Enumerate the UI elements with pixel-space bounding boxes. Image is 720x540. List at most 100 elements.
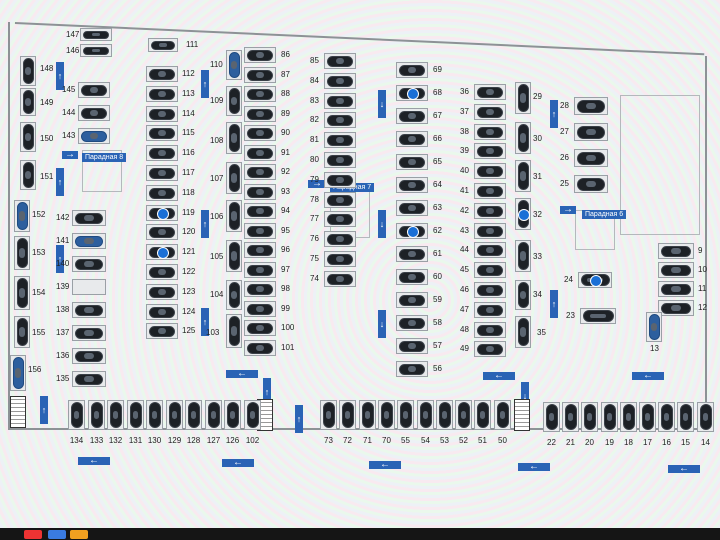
- parking-slot-91[interactable]: [244, 145, 276, 161]
- parking-slot-130[interactable]: [146, 400, 163, 430]
- parking-slot-67[interactable]: [396, 108, 428, 124]
- parking-slot-106[interactable]: [226, 200, 242, 232]
- parking-slot-80[interactable]: [324, 152, 356, 168]
- parking-slot-139[interactable]: [72, 279, 106, 295]
- parking-slot-45[interactable]: [474, 262, 506, 278]
- parking-slot-110[interactable]: [226, 50, 242, 80]
- parking-slot-112[interactable]: [146, 66, 178, 82]
- parking-slot-149[interactable]: [20, 88, 36, 116]
- parking-slot-93[interactable]: [244, 184, 276, 200]
- parking-slot-134[interactable]: [68, 400, 85, 430]
- parking-slot-79[interactable]: [324, 172, 356, 188]
- parking-slot-153[interactable]: [14, 236, 30, 270]
- parking-slot-42[interactable]: [474, 203, 506, 219]
- parking-slot-147[interactable]: [80, 28, 112, 41]
- parking-slot-138[interactable]: [72, 302, 106, 318]
- parking-slot-60[interactable]: [396, 269, 428, 285]
- parking-slot-117[interactable]: [146, 165, 178, 181]
- parking-slot-12[interactable]: [658, 300, 694, 316]
- parking-slot-33[interactable]: [515, 240, 531, 272]
- parking-slot-109[interactable]: [226, 86, 242, 116]
- parking-slot-13[interactable]: [646, 312, 662, 342]
- parking-slot-76[interactable]: [324, 231, 356, 247]
- parking-slot-29[interactable]: [515, 82, 531, 114]
- parking-slot-103[interactable]: [226, 314, 242, 348]
- parking-slot-123[interactable]: [146, 284, 178, 300]
- parking-slot-28[interactable]: [574, 97, 608, 115]
- parking-slot-128[interactable]: [185, 400, 202, 430]
- parking-slot-90[interactable]: [244, 125, 276, 141]
- parking-slot-86[interactable]: [244, 47, 276, 63]
- parking-slot-129[interactable]: [166, 400, 183, 430]
- parking-slot-16[interactable]: [658, 402, 675, 432]
- parking-slot-32[interactable]: [515, 198, 531, 230]
- parking-slot-51[interactable]: [474, 400, 491, 430]
- parking-slot-66[interactable]: [396, 131, 428, 147]
- parking-slot-143[interactable]: [78, 128, 110, 144]
- parking-slot-38[interactable]: [474, 124, 506, 140]
- parking-slot-9[interactable]: [658, 243, 694, 259]
- parking-slot-23[interactable]: [580, 308, 616, 324]
- parking-slot-59[interactable]: [396, 292, 428, 308]
- parking-slot-78[interactable]: [324, 192, 356, 208]
- parking-slot-108[interactable]: [226, 122, 242, 154]
- parking-slot-107[interactable]: [226, 162, 242, 194]
- parking-slot-65[interactable]: [396, 154, 428, 170]
- parking-slot-104[interactable]: [226, 280, 242, 310]
- parking-slot-116[interactable]: [146, 145, 178, 161]
- app-icon[interactable]: [24, 530, 42, 539]
- parking-slot-97[interactable]: [244, 262, 276, 278]
- parking-slot-132[interactable]: [107, 400, 124, 430]
- parking-slot-142[interactable]: [72, 210, 106, 226]
- parking-slot-24[interactable]: [578, 272, 612, 288]
- parking-slot-102[interactable]: [244, 400, 261, 430]
- parking-slot-84[interactable]: [324, 73, 356, 89]
- parking-slot-62[interactable]: [396, 223, 428, 239]
- parking-slot-10[interactable]: [658, 262, 694, 278]
- parking-slot-68[interactable]: [396, 85, 428, 101]
- parking-slot-26[interactable]: [574, 149, 608, 167]
- parking-slot-21[interactable]: [562, 402, 579, 432]
- parking-slot-52[interactable]: [455, 400, 472, 430]
- parking-slot-55[interactable]: [397, 400, 414, 430]
- parking-slot-156[interactable]: [10, 355, 26, 391]
- parking-slot-41[interactable]: [474, 183, 506, 199]
- parking-slot-77[interactable]: [324, 211, 356, 227]
- parking-slot-135[interactable]: [72, 371, 106, 387]
- parking-slot-15[interactable]: [677, 402, 694, 432]
- parking-slot-48[interactable]: [474, 322, 506, 338]
- parking-slot-92[interactable]: [244, 164, 276, 180]
- parking-slot-30[interactable]: [515, 122, 531, 154]
- parking-slot-63[interactable]: [396, 200, 428, 216]
- parking-slot-94[interactable]: [244, 203, 276, 219]
- parking-slot-43[interactable]: [474, 223, 506, 239]
- parking-slot-152[interactable]: [14, 200, 30, 232]
- parking-slot-25[interactable]: [574, 175, 608, 193]
- parking-slot-96[interactable]: [244, 242, 276, 258]
- parking-slot-71[interactable]: [359, 400, 376, 430]
- parking-slot-69[interactable]: [396, 62, 428, 78]
- parking-slot-144[interactable]: [78, 105, 110, 121]
- parking-slot-121[interactable]: [146, 244, 178, 260]
- parking-slot-114[interactable]: [146, 106, 178, 122]
- parking-slot-95[interactable]: [244, 223, 276, 239]
- parking-slot-150[interactable]: [20, 122, 36, 152]
- parking-slot-40[interactable]: [474, 163, 506, 179]
- parking-slot-18[interactable]: [620, 402, 637, 432]
- parking-slot-37[interactable]: [474, 104, 506, 120]
- parking-slot-99[interactable]: [244, 301, 276, 317]
- parking-slot-73[interactable]: [320, 400, 337, 430]
- parking-slot-151[interactable]: [20, 160, 36, 190]
- parking-slot-154[interactable]: [14, 276, 30, 310]
- parking-slot-120[interactable]: [146, 224, 178, 240]
- parking-slot-155[interactable]: [14, 316, 30, 348]
- parking-slot-58[interactable]: [396, 315, 428, 331]
- parking-slot-46[interactable]: [474, 282, 506, 298]
- parking-slot-19[interactable]: [601, 402, 618, 432]
- parking-slot-34[interactable]: [515, 280, 531, 310]
- parking-slot-35[interactable]: [515, 316, 531, 348]
- parking-slot-54[interactable]: [417, 400, 434, 430]
- parking-slot-113[interactable]: [146, 86, 178, 102]
- parking-slot-82[interactable]: [324, 112, 356, 128]
- parking-slot-75[interactable]: [324, 251, 356, 267]
